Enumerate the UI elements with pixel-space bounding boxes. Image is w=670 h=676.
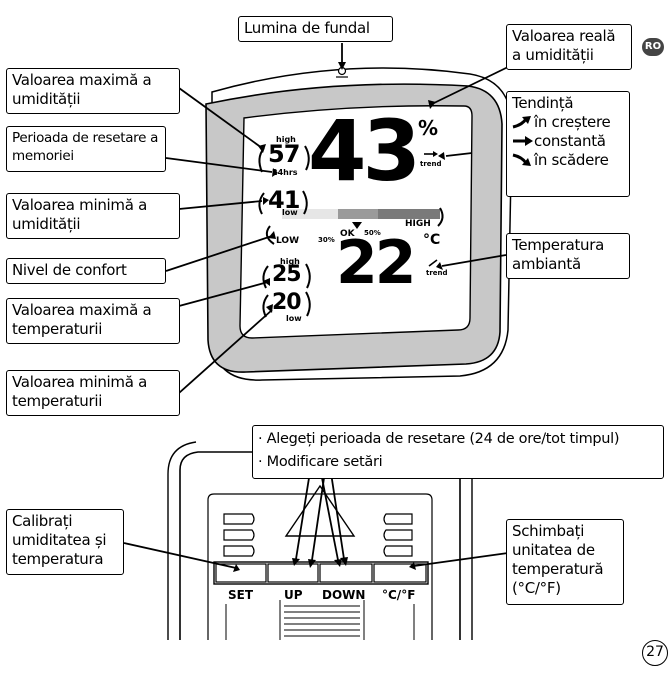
callout-min-temperature: Valoarea minimă a temperaturii [6,370,180,416]
hygrometer-device [205,66,513,381]
callout-unit-change-line4: (°C/°F) [512,579,561,597]
trend-steady-icon [513,136,533,146]
comfort-50-label: 50% [364,229,381,237]
lcd-max-temperature: 25 [272,262,302,287]
lcd-humidity-value: 43 [308,102,421,200]
lcd-trend-arrow-icon [424,151,438,267]
lcd-high-label: high [276,135,296,144]
set-button-shape[interactable] [215,563,267,583]
trend-falling-row: în scădere [512,151,624,170]
lcd-low-label-temp: low [286,314,302,323]
set-button-label[interactable]: SET [228,588,254,602]
callout-settings-line2-text: Modificare setări [266,454,383,470]
callout-max-temperature: Valoarea maximă a temperaturii [6,298,180,344]
callout-unit-change-line1: Schimbați [512,522,585,540]
callout-reset-period: Perioada de resetare a memoriei [6,126,166,172]
up-button-shape[interactable] [267,563,319,583]
comfort-low-label: LOW [276,236,299,246]
callout-ambient-temperature-line1: Temperatura [512,236,605,254]
callout-ambient-temperature-line2: ambiantă [512,255,581,273]
comfort-ok-label: OK [340,229,355,239]
callout-comfort-level-text: Nivel de confort [12,261,127,279]
callout-calibrate-line2: umiditatea și [12,531,107,549]
callout-unit-change-line2: unitatea de [512,541,595,559]
callout-min-temperature-line1: Valoarea minimă a [12,373,147,391]
callout-settings-line1: · Alegeți perioada de resetare (24 de or… [258,431,620,447]
vent-slots-left [223,513,255,557]
callout-trend: Tendință în creștere constantă în scăder… [506,91,630,197]
lcd-max-humidity: 57 [268,140,300,168]
lcd-trend-label-temp: trend [426,269,448,277]
callout-max-temperature-line1: Valoarea maximă a [12,301,152,319]
callout-min-humidity-line2: umidității [12,215,81,233]
comfort-indicator-icon [352,222,362,229]
lcd-temperature-unit: °C [423,232,441,248]
callout-settings-line2: · Modificare setări [258,454,383,470]
unit-button-shape[interactable] [373,563,427,583]
language-badge: RO [642,38,664,56]
trend-falling-icon [512,153,531,166]
callout-max-temperature-line2: temperaturii [12,320,103,338]
callout-trend-title: Tendință [512,94,574,112]
trend-rising-row: în creștere [512,113,624,132]
callout-reset-period-line1: Perioada de resetare a [12,130,159,146]
callout-calibrate-line1: Calibrați [12,512,73,530]
callout-settings: · Alegeți perioada de resetare (24 de or… [252,425,664,479]
lcd-trend-label: trend [420,160,442,168]
backlight-sensor-icon [336,66,348,78]
trend-falling-label: în scădere [534,151,609,169]
leader-arrowheads [233,62,445,572]
callout-actual-humidity-line1: Valoarea reală [512,27,616,45]
callout-reset-period-line2: memoriei [12,148,74,164]
lcd-temperature-value: 22 [336,228,416,298]
callout-ambient-temperature: Temperatura ambiantă [506,233,630,279]
comfort-high-label: HIGH [405,219,431,229]
callout-min-humidity-line1: Valoarea minimă a [12,196,147,214]
lcd-reset-period: 24hrs [272,168,298,177]
callout-calibrate-line3: temperatura [12,550,104,568]
callout-calibrate: Calibrați umiditatea și temperatura [6,509,124,575]
comfort-bar [265,207,444,245]
trend-rising-label: în creștere [534,113,611,131]
lcd-low-label-humidity: low [282,208,298,217]
callout-max-humidity-line2: umidității [12,90,81,108]
trend-steady-row: constantă [512,132,624,151]
callout-actual-humidity: Valoarea reală a umidității [506,24,632,70]
leader-lines [123,43,509,569]
lcd-humidity-unit: % [418,116,439,140]
up-button-label[interactable]: UP [284,588,303,602]
lcd-screen [239,105,473,339]
vent-slots-right [383,513,413,557]
callout-unit-change-line3: temperatură [512,560,604,578]
callout-max-humidity: Valoarea maximă a umidității [6,68,180,114]
down-button-label[interactable]: DOWN [322,588,366,602]
callout-backlight-text: Lumina de fundal [244,19,370,37]
callout-settings-line1-text: Alegeți perioada de resetare (24 de ore/… [266,431,620,447]
down-button-shape[interactable] [319,563,373,583]
callout-actual-humidity-line2: a umidității [512,46,594,64]
comfort-30-label: 30% [318,236,335,244]
battery-compartment [279,600,365,640]
unit-button-label[interactable]: °C/°F [382,588,416,602]
callout-comfort-level: Nivel de confort [6,258,166,284]
lcd-min-humidity: 41 [268,186,300,214]
callout-min-humidity: Valoarea minimă a umidității [6,193,180,239]
page-number: 27 [642,640,668,666]
callout-max-humidity-line1: Valoarea maximă a [12,71,152,89]
callout-backlight: Lumina de fundal [238,16,393,42]
lcd-high-label-temp: high [280,257,300,266]
callout-min-temperature-line2: temperaturii [12,392,103,410]
callout-unit-change: Schimbați unitatea de temperatură (°C/°F… [506,519,624,605]
trend-steady-label: constantă [534,132,606,150]
lcd-min-temperature: 20 [272,290,302,315]
trend-rising-icon [512,116,531,129]
